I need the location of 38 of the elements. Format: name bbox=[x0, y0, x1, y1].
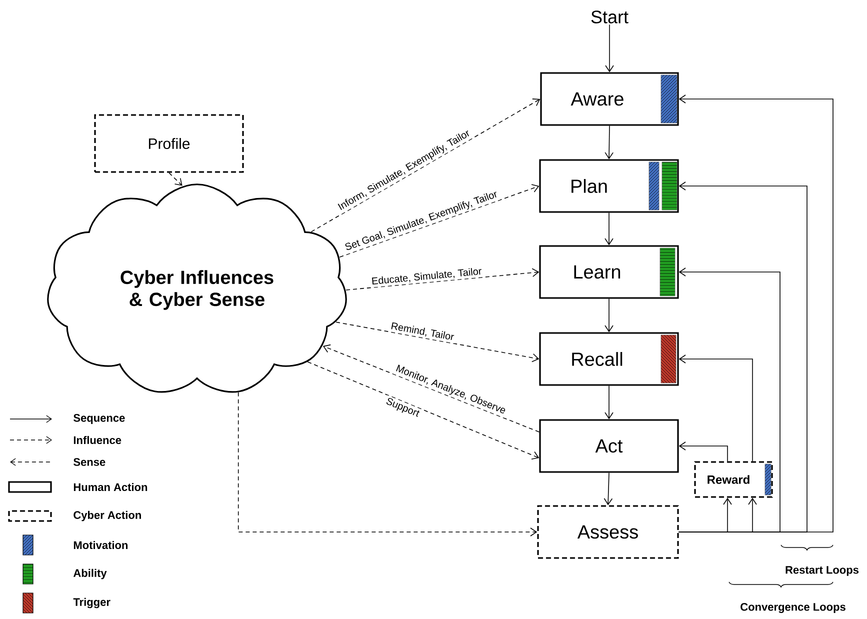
action-box: Recall bbox=[539, 332, 679, 386]
dashed-arrow bbox=[168, 172, 182, 186]
arrow bbox=[678, 268, 780, 532]
arrow bbox=[604, 298, 614, 332]
dashed-box: Reward bbox=[694, 461, 773, 498]
dashed-arrow bbox=[238, 392, 538, 536]
action-box: Learn bbox=[539, 245, 679, 299]
arrow bbox=[678, 442, 728, 462]
loop-label: Convergence Loops bbox=[740, 603, 846, 614]
dashed-arrow bbox=[346, 268, 540, 290]
arrow bbox=[678, 354, 753, 462]
arrow bbox=[678, 182, 808, 532]
arrow bbox=[604, 385, 614, 420]
legend-label: Motivation bbox=[74, 540, 128, 550]
arrow bbox=[604, 125, 614, 160]
legend-label: Sense bbox=[74, 458, 106, 466]
edge-label: Educate, Simulate, Tailor bbox=[370, 266, 484, 288]
arrow bbox=[604, 212, 614, 246]
arrow bbox=[678, 94, 834, 532]
action-box: Act bbox=[539, 419, 679, 473]
dashed-box: Assess bbox=[537, 505, 679, 559]
dashed-arrow bbox=[322, 344, 540, 432]
legend-label: Human Action bbox=[74, 482, 148, 492]
arrow bbox=[604, 472, 613, 506]
start-label: Start bbox=[591, 10, 628, 24]
dashed-box: Profile bbox=[94, 114, 244, 173]
legend-label: Influence bbox=[74, 436, 122, 444]
legend-label: Ability bbox=[73, 568, 107, 580]
loop-label: Restart Loops bbox=[786, 566, 859, 576]
arrow bbox=[605, 24, 614, 72]
legend-label: Sequence bbox=[74, 414, 125, 424]
dashed-arrow bbox=[307, 361, 540, 460]
dashed-arrow bbox=[310, 98, 540, 232]
edge-label: Remind, Tailor bbox=[388, 320, 456, 344]
legend-label: Cyber Action bbox=[74, 510, 141, 522]
dashed-arrow bbox=[339, 184, 540, 258]
dashed-arrow bbox=[336, 322, 540, 362]
legend-label: Trigger bbox=[73, 598, 110, 608]
